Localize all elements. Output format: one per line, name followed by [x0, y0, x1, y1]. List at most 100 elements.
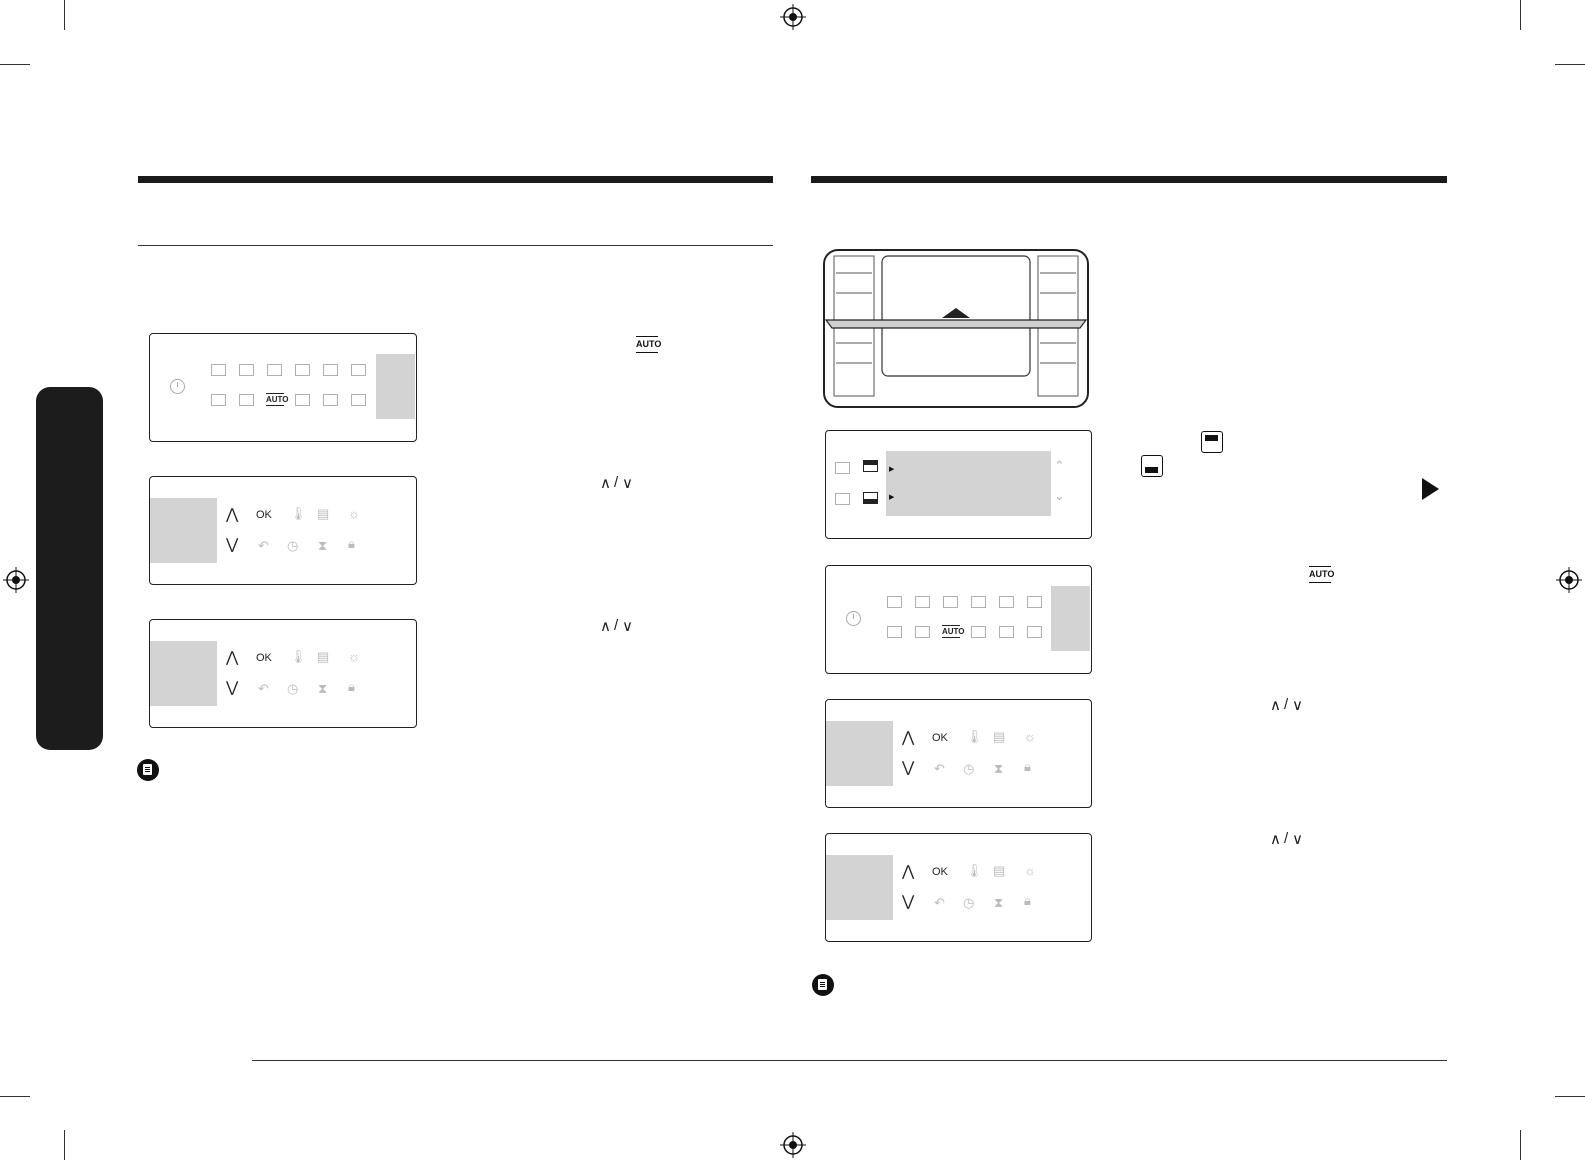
mode-icon[interactable]: [887, 596, 902, 608]
timer-icon[interactable]: ⧗: [318, 681, 328, 696]
mode-icon[interactable]: [835, 493, 850, 505]
temperature-icon[interactable]: 🌡: [290, 649, 307, 664]
display-area: [826, 855, 893, 920]
crop-mark: [1555, 64, 1585, 65]
back-icon[interactable]: ↶: [258, 681, 269, 696]
mode-icon[interactable]: [351, 364, 366, 376]
cooking-stage-icon[interactable]: ▤: [317, 506, 330, 521]
registration-mark-icon: [3, 567, 29, 593]
ok-button[interactable]: OK: [256, 509, 272, 521]
down-button[interactable]: ⋁: [902, 893, 915, 910]
up-button[interactable]: ⋀: [902, 729, 915, 746]
lamp-icon[interactable]: ☼: [348, 506, 360, 521]
down-arrow-inline: ∨: [1292, 697, 1303, 714]
auto-cook-icon[interactable]: AUTO: [266, 393, 289, 406]
mode-icon[interactable]: [295, 394, 310, 406]
display-area: [376, 354, 415, 419]
slash-inline: /: [614, 617, 619, 634]
timer-icon[interactable]: ⧗: [994, 761, 1004, 776]
mode-icon[interactable]: [211, 364, 226, 376]
mode-icon[interactable]: [295, 364, 310, 376]
lamp-icon[interactable]: ☼: [348, 649, 360, 664]
down-arrow-inline: ∨: [622, 618, 633, 635]
temperature-icon[interactable]: 🌡: [966, 863, 983, 878]
power-icon[interactable]: [169, 378, 186, 395]
crop-mark: [1520, 1130, 1521, 1160]
control-panel-mode-icons: AUTO: [149, 333, 417, 442]
mode-icon[interactable]: [999, 596, 1014, 608]
mode-icon[interactable]: [835, 462, 850, 474]
mode-icon[interactable]: [915, 626, 930, 638]
registration-mark-icon: [1556, 567, 1582, 593]
down-button[interactable]: ⋁: [226, 679, 239, 696]
mode-icon[interactable]: [1027, 596, 1042, 608]
lock-icon[interactable]: 🔒︎: [1024, 893, 1031, 908]
up-button[interactable]: ⋀: [226, 649, 239, 666]
note-icon: [137, 759, 159, 781]
lamp-icon[interactable]: ☼: [1024, 863, 1036, 878]
crop-mark: [0, 64, 30, 65]
clock-icon[interactable]: ◷: [287, 538, 299, 553]
lamp-icon[interactable]: ☼: [1024, 729, 1036, 744]
mode-icon[interactable]: [239, 394, 254, 406]
mode-icon[interactable]: [887, 626, 902, 638]
display-area: [150, 498, 217, 563]
mode-icon[interactable]: [267, 364, 282, 376]
mode-icon[interactable]: [323, 364, 338, 376]
selection-marker: ▶: [889, 494, 895, 501]
clock-icon[interactable]: ◷: [963, 761, 975, 776]
crop-mark: [1520, 0, 1521, 30]
mode-icon[interactable]: [971, 596, 986, 608]
mode-icon[interactable]: [915, 596, 930, 608]
temperature-icon[interactable]: 🌡: [966, 729, 983, 744]
crop-mark: [1555, 1096, 1585, 1097]
down-button[interactable]: ⋁: [226, 536, 239, 553]
left-section-rule: [138, 245, 773, 246]
back-icon[interactable]: ↶: [934, 895, 945, 910]
up-button[interactable]: ⌃: [1054, 458, 1065, 473]
control-panel-navigation: ⋀ ⋁ OK 🌡 ▤ ☼ ↶ ◷ ⧗ 🔒︎: [825, 699, 1092, 808]
oven-interior-illustration: [823, 249, 1089, 408]
registration-mark-icon: [780, 4, 806, 30]
ok-button[interactable]: OK: [932, 866, 948, 878]
mode-icon[interactable]: [971, 626, 986, 638]
up-button[interactable]: ⋀: [226, 506, 239, 523]
bottom-heater-icon[interactable]: [863, 492, 878, 504]
cooking-stage-icon[interactable]: ▤: [317, 649, 330, 664]
control-panel-navigation: ⋀ ⋁ OK 🌡 ▤ ☼ ↶ ◷ ⧗ 🔒︎: [149, 476, 417, 585]
down-button[interactable]: ⌄: [1054, 488, 1065, 503]
mode-icon[interactable]: [999, 626, 1014, 638]
slash-inline: /: [614, 474, 619, 491]
back-icon[interactable]: ↶: [934, 761, 945, 776]
mode-icon[interactable]: [323, 394, 338, 406]
clock-icon[interactable]: ◷: [287, 681, 299, 696]
down-button[interactable]: ⋁: [902, 759, 915, 776]
auto-cook-icon[interactable]: AUTO: [942, 625, 965, 638]
down-arrow-inline: ∨: [622, 475, 633, 492]
timer-icon[interactable]: ⧗: [994, 895, 1004, 910]
top-heater-icon[interactable]: [863, 460, 878, 472]
lock-icon[interactable]: 🔒︎: [348, 679, 355, 694]
mode-icon[interactable]: [943, 596, 958, 608]
back-icon[interactable]: ↶: [258, 538, 269, 553]
cooking-stage-icon[interactable]: ▤: [993, 729, 1006, 744]
power-icon[interactable]: [845, 610, 862, 627]
display-area: [150, 641, 217, 706]
timer-icon[interactable]: ⧗: [318, 538, 328, 553]
ok-button[interactable]: OK: [932, 732, 948, 744]
mode-icon[interactable]: [239, 364, 254, 376]
clock-icon[interactable]: ◷: [963, 895, 975, 910]
ok-button[interactable]: OK: [256, 652, 272, 664]
up-arrow-inline: ∧: [600, 618, 611, 635]
crop-mark: [64, 1130, 65, 1160]
left-header-rule: [138, 176, 773, 183]
lock-icon[interactable]: 🔒︎: [1024, 759, 1031, 774]
lock-icon[interactable]: 🔒︎: [348, 536, 355, 551]
chapter-side-tab: [36, 387, 103, 750]
mode-icon[interactable]: [211, 394, 226, 406]
mode-icon[interactable]: [351, 394, 366, 406]
temperature-icon[interactable]: 🌡: [290, 506, 307, 521]
up-button[interactable]: ⋀: [902, 863, 915, 880]
cooking-stage-icon[interactable]: ▤: [993, 863, 1006, 878]
mode-icon[interactable]: [1027, 626, 1042, 638]
